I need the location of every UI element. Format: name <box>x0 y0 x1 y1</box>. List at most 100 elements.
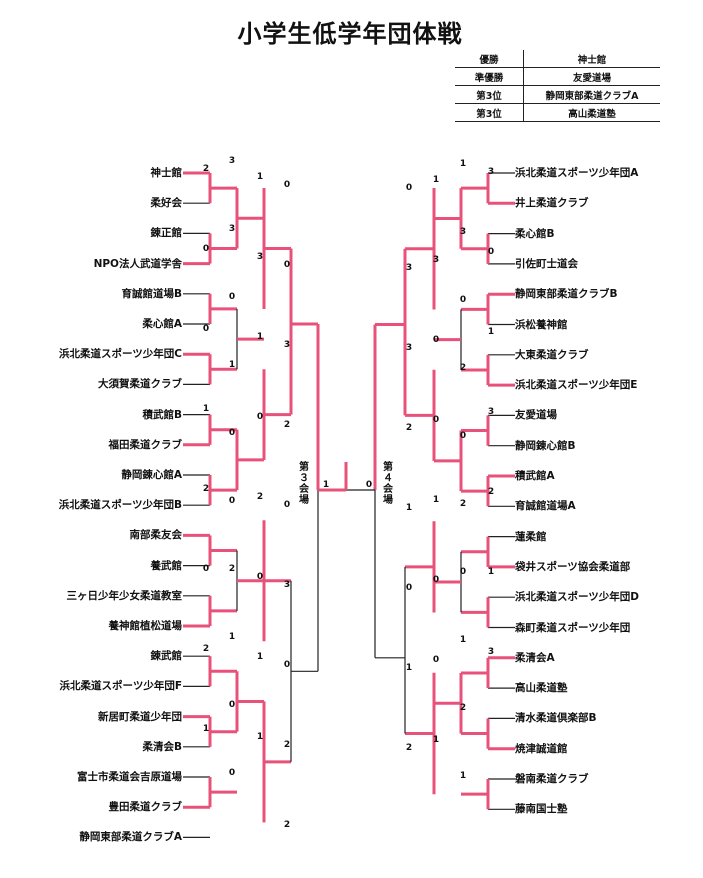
score-label: 0 <box>433 335 439 345</box>
left-team-name: 三ヶ日少年少女柔道教室 <box>66 589 183 602</box>
page-title: 小学生低学年団体戦 <box>237 20 463 48</box>
left-team-name: 福田柔道クラブ <box>108 438 183 451</box>
score-label: 0 <box>406 183 412 193</box>
score-label: 2 <box>229 564 235 574</box>
venue-left-label: 第３会場 <box>299 462 309 506</box>
score-label: 2 <box>460 499 466 509</box>
left-team-name: 豊田柔道クラブ <box>108 801 183 814</box>
left-team-name: 静岡東部柔道クラブA <box>79 831 182 844</box>
score-label: 0 <box>433 655 439 665</box>
score-label: 1 <box>488 327 494 337</box>
rank-team: 高山柔道塾 <box>523 103 660 122</box>
score-label: 3 <box>488 167 494 177</box>
score-label: 3 <box>488 647 494 657</box>
score-label: 1 <box>406 503 412 513</box>
score-label: 0 <box>460 567 466 577</box>
left-team-name: 錬武館 <box>150 650 183 663</box>
score-label: 0 <box>229 292 235 302</box>
score-label: 1 <box>460 635 466 645</box>
rank-team: 友愛道場 <box>523 67 660 86</box>
rank-label: 優勝 <box>455 50 524 68</box>
right-team-name: 藤南国士塾 <box>515 803 568 816</box>
score-label: 3 <box>406 263 412 273</box>
score-label: 2 <box>203 644 209 654</box>
right-team-name: 森町柔道スポーツ少年団 <box>515 621 631 634</box>
score-label: 0 <box>366 480 372 490</box>
score-label: 2 <box>257 492 263 502</box>
left-team-name: 柔清会B <box>142 740 182 753</box>
right-team-name: 高山柔道塾 <box>515 682 568 695</box>
score-label: 0 <box>284 660 290 670</box>
right-team-name: 育誠館道場A <box>515 500 576 513</box>
result-row: 準優勝友愛道場 <box>455 67 660 86</box>
right-team-name: 柔心館B <box>515 227 555 240</box>
score-label: 1 <box>488 567 494 577</box>
left-team-name: 大須賀柔道クラブ <box>98 378 182 391</box>
score-label: 1 <box>203 724 209 734</box>
left-team-name: 浜北柔道スポーツ少年団C <box>59 348 182 361</box>
score-label: 3 <box>433 255 439 265</box>
left-team-name: 養神館植松道場 <box>108 620 183 632</box>
score-label: 0 <box>284 260 290 270</box>
score-label: 1 <box>460 159 466 169</box>
score-label: 1 <box>406 663 412 673</box>
right-team-name: 静岡東部柔道クラブB <box>515 288 618 301</box>
score-label: 0 <box>203 244 209 254</box>
score-label: 1 <box>203 404 209 414</box>
left-team-name: 育誠館道場B <box>121 287 182 300</box>
left-team-name: 養武館 <box>150 559 183 572</box>
result-row: 第3位静岡東部柔道クラブA <box>455 85 660 104</box>
right-team-name: 引佐町士道会 <box>515 257 578 270</box>
left-team-name: 新居町柔道少年団 <box>98 710 182 723</box>
right-team-name: 浜北柔道スポーツ少年団A <box>515 167 639 179</box>
score-label: 0 <box>229 768 235 778</box>
score-label: 3 <box>257 252 263 262</box>
score-label: 3 <box>488 407 494 417</box>
result-row: 第3位高山柔道塾 <box>455 103 660 122</box>
left-team-name: 南部柔友会 <box>129 529 183 542</box>
score-label: 0 <box>203 564 209 574</box>
left-team-name: 神士館 <box>150 167 183 179</box>
score-label: 2 <box>460 363 466 373</box>
left-team-name: 浜北柔道スポーツ少年団F <box>59 680 182 693</box>
score-label: 3 <box>406 343 412 353</box>
rank-label: 準優勝 <box>455 67 524 86</box>
score-label: 1 <box>433 735 439 745</box>
score-label: 0 <box>257 412 263 422</box>
right-team-name: 浜北柔道スポーツ少年団E <box>515 379 638 392</box>
score-label: 0 <box>488 247 494 257</box>
score-label: 0 <box>460 431 466 441</box>
score-label: 1 <box>229 632 235 642</box>
score-label: 1 <box>229 360 235 370</box>
score-label: 1 <box>433 175 439 185</box>
score-label: 1 <box>257 652 263 662</box>
left-team-name: 静岡錬心館A <box>121 469 182 481</box>
right-team-name: 積武館A <box>515 470 555 482</box>
left-team-name: NPO法人武道学舎 <box>93 257 182 270</box>
right-team-name: 焼津誠道館 <box>515 742 568 755</box>
right-team-name: 友愛道場 <box>515 409 557 422</box>
left-team-name: 柔好会 <box>150 197 183 210</box>
score-label: 2 <box>203 164 209 174</box>
score-label: 2 <box>460 703 466 713</box>
score-label: 3 <box>284 340 290 350</box>
right-team-name: 浜松養神館 <box>515 318 568 331</box>
score-label: 2 <box>203 484 209 494</box>
score-label: 0 <box>433 575 439 585</box>
score-label: 1 <box>460 771 466 781</box>
rank-label: 第3位 <box>455 85 524 104</box>
right-team-name: 井上柔道クラブ <box>515 197 589 210</box>
rank-label: 第3位 <box>455 103 524 122</box>
right-team-name: 静岡錬心館B <box>515 439 576 452</box>
score-label: 1 <box>257 172 263 182</box>
score-label: 0 <box>229 496 235 506</box>
right-team-name: 柔清会A <box>515 651 555 664</box>
venue-right-label: 第４会場 <box>383 462 393 506</box>
score-label: 2 <box>284 420 290 430</box>
score-label: 0 <box>284 180 290 190</box>
score-label: 0 <box>203 324 209 334</box>
rank-team: 静岡東部柔道クラブA <box>523 85 660 104</box>
score-label: 1 <box>257 732 263 742</box>
score-label: 3 <box>229 224 235 234</box>
